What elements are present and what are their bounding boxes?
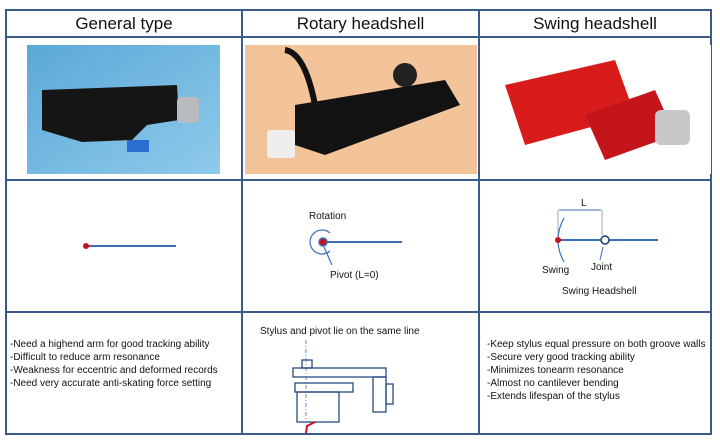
list-item: -Secure very good tracking ability (487, 352, 635, 363)
list-item: -Minimizes tonearm resonance (487, 365, 624, 376)
list-item: -Keep stylus equal pressure on both groo… (487, 339, 706, 350)
rotary-arm-diagram (309, 229, 402, 265)
list-item: -Extends lifespan of the stylus (487, 391, 620, 402)
header-general-type: General type (75, 14, 173, 33)
comparison-table (5, 9, 712, 435)
row-divider (5, 311, 712, 313)
list-item: -Difficult to reduce arm resonance (10, 352, 160, 363)
swing-headshell-photo (485, 45, 711, 174)
rotation-arrow-icon (309, 229, 331, 255)
swing-points: -Keep stylus equal pressure on both groo… (487, 325, 705, 416)
general-arm-diagram (83, 243, 176, 249)
swing-label: Swing (542, 265, 570, 276)
swing-arm-diagram (555, 209, 658, 263)
header-rotary-headshell: Rotary headshell (296, 14, 425, 33)
general-headshell-photo (27, 45, 220, 174)
row-divider (5, 179, 712, 181)
general-points: -Need a highend arm for good tracking ab… (10, 325, 218, 403)
list-item: -Weakness for eccentric and deformed rec… (10, 365, 218, 376)
pivot-label: Pivot (L=0) (330, 270, 379, 281)
joint-label: Joint (591, 262, 613, 273)
column-divider (241, 9, 243, 435)
length-label: L (581, 198, 587, 209)
list-item: -Need a highend arm for good tracking ab… (10, 339, 210, 350)
list-item: -Almost no cantilever bending (487, 378, 619, 389)
list-item: -Need very accurate anti-skating force s… (10, 378, 212, 389)
column-divider (478, 9, 480, 435)
rotary-headshell-photo (245, 45, 477, 174)
joint-icon (600, 235, 610, 245)
stylus-point-icon (83, 243, 89, 249)
rotary-side-view-diagram (292, 340, 394, 433)
header-swing-headshell: Swing headshell (533, 14, 657, 33)
row-divider (5, 36, 712, 38)
swing-headshell-caption: Swing Headshell (562, 286, 637, 297)
rotary-caption: Stylus and pivot lie on the same line (260, 326, 420, 337)
rotation-label: Rotation (309, 211, 347, 222)
